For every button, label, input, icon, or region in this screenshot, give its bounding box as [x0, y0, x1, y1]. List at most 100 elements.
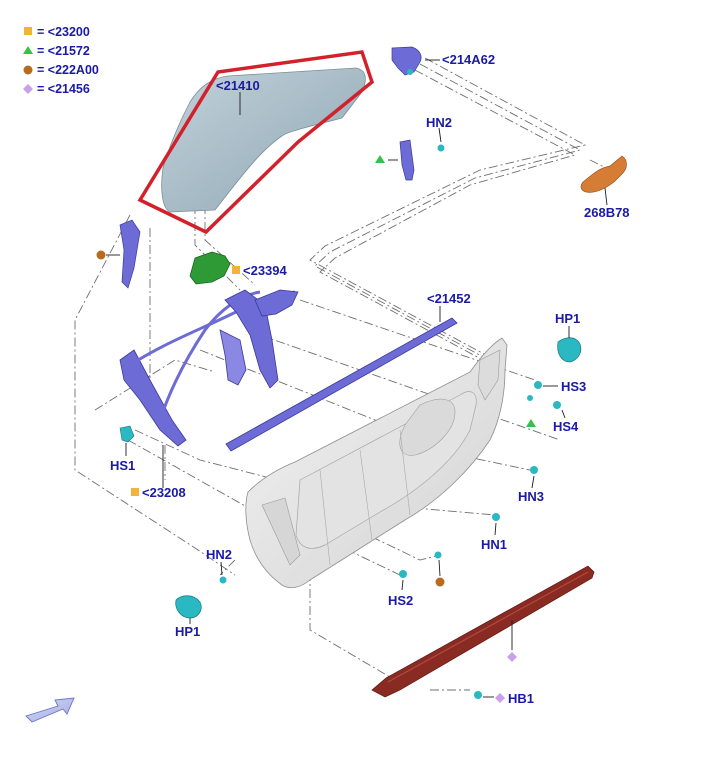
trim-strip-shape — [371, 565, 595, 698]
hp1-shape — [557, 337, 582, 363]
regulator-rail-left — [119, 349, 187, 447]
screw-hs2[interactable] — [399, 570, 407, 591]
regulator-bracket — [254, 289, 299, 317]
legend-item-circle: = <222A00 — [23, 63, 99, 77]
handle-pad-left[interactable] — [175, 595, 202, 624]
legend-text: = <21456 — [37, 82, 90, 96]
nut-icon — [437, 144, 445, 152]
label-hs2: HS2 — [388, 593, 413, 608]
legend: = <23200 = <21572 = <222A00 = <21456 — [23, 25, 99, 96]
nut-hn2-bottom[interactable] — [219, 561, 227, 584]
brown-circle-icon — [435, 577, 445, 587]
regulator-bracket — [219, 329, 247, 386]
label-orange-bracket: 268B78 — [584, 205, 630, 220]
label-hs4: HS4 — [553, 419, 579, 434]
door-panel-detail — [359, 449, 373, 541]
channel-shape — [399, 139, 415, 181]
leader-line — [438, 127, 442, 143]
nut-icon — [219, 576, 227, 584]
square-icon — [232, 266, 240, 274]
glass-channel-upper[interactable] — [375, 127, 445, 181]
window-regulator[interactable] — [119, 289, 299, 496]
door-glass[interactable] — [137, 50, 375, 235]
fastener-icon — [407, 69, 413, 75]
square-icon — [131, 488, 139, 496]
bolt-icon — [474, 691, 482, 699]
clip-brown[interactable] — [434, 551, 445, 587]
label-glass: <21410 — [216, 78, 260, 93]
bolt-hb1[interactable] — [474, 691, 505, 703]
label-hn3: HN3 — [518, 489, 544, 504]
green-triangle-icon — [375, 155, 385, 163]
door-inner-panel[interactable] — [245, 337, 508, 589]
leader-line — [531, 475, 535, 489]
label-hs3: HS3 — [561, 379, 586, 394]
leader-line — [220, 561, 223, 576]
label-regulator: <23208 — [142, 485, 186, 500]
label-hb1: HB1 — [508, 691, 534, 706]
leader-line — [604, 187, 608, 206]
front-direction-arrow-icon — [25, 697, 75, 723]
label-hp1-right: HP1 — [555, 311, 580, 326]
door-sill-trim[interactable] — [371, 565, 595, 698]
label-mirror-bracket: <214A62 — [442, 52, 495, 67]
screw-hs1[interactable] — [119, 425, 135, 456]
highlight-outline — [137, 50, 375, 235]
green-triangle-icon — [526, 419, 536, 427]
rear-channel-shape — [119, 219, 141, 289]
screw-hs3[interactable] — [534, 381, 558, 389]
glass-pane — [161, 67, 366, 213]
legend-text: = <21572 — [37, 44, 90, 58]
leader-line — [438, 559, 441, 577]
glass-channel-rear[interactable] — [96, 219, 141, 289]
door-panel-detail — [399, 429, 411, 516]
leader-line — [401, 579, 404, 591]
brown-circle-icon — [96, 250, 106, 260]
hp1-shape — [175, 595, 202, 619]
belt-weatherstrip[interactable] — [225, 306, 458, 452]
legend-item-triangle: = <21572 — [23, 44, 90, 58]
door-panel-detail — [261, 497, 301, 566]
assembly-lines — [74, 57, 611, 691]
screw-icon — [534, 381, 542, 389]
nut-hn1[interactable] — [492, 513, 500, 536]
door-panel-detail — [477, 349, 501, 401]
legend-diamond-icon — [23, 84, 33, 94]
label-hn2-top: HN2 — [426, 115, 452, 130]
weatherstrip-shape — [225, 317, 458, 452]
label-hn2-bottom: HN2 — [206, 547, 232, 562]
mirror-bracket[interactable] — [391, 46, 440, 76]
screw-icon — [553, 401, 561, 409]
door-panel-detail — [319, 469, 331, 566]
legend-circle-icon — [23, 65, 33, 75]
door-panel-detail — [399, 398, 456, 456]
label-hp1-left: HP1 — [175, 624, 200, 639]
nut-hn3[interactable] — [530, 466, 538, 489]
legend-triangle-icon — [23, 46, 33, 54]
legend-text: = <222A00 — [37, 63, 99, 77]
orange-bracket-shape — [580, 155, 627, 193]
orange-bracket[interactable] — [580, 155, 627, 206]
label-motor: <23394 — [243, 263, 288, 278]
nut-icon — [492, 513, 500, 521]
nut-icon — [530, 466, 538, 474]
mirror-bracket-shape — [391, 46, 422, 76]
motor-shape — [189, 251, 231, 285]
nut-icon — [434, 551, 442, 559]
screw-icon — [119, 425, 135, 443]
label-weatherstrip: <21452 — [427, 291, 471, 306]
legend-item-square: = <23200 — [24, 25, 90, 39]
screw-hs4[interactable] — [526, 395, 566, 427]
diamond-icon — [507, 652, 517, 662]
screw-icon — [527, 395, 533, 401]
legend-item-diamond: = <21456 — [23, 82, 90, 96]
label-hs1: HS1 — [110, 458, 135, 473]
leader-line — [494, 522, 497, 536]
handle-pad-right[interactable] — [557, 326, 582, 363]
screw-icon — [399, 570, 407, 578]
window-motor[interactable] — [189, 251, 240, 285]
diamond-icon — [495, 693, 505, 703]
legend-text: = <23200 — [37, 25, 90, 39]
legend-square-icon — [24, 27, 32, 35]
